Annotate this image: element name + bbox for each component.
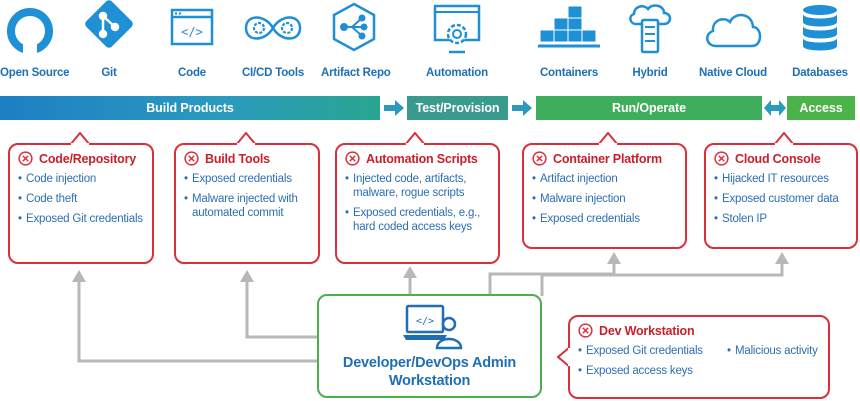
tool-label: Artifact Repo bbox=[321, 67, 391, 79]
risk-title: Automation Scripts bbox=[366, 151, 478, 166]
risk-item: Malicious activity bbox=[727, 344, 820, 358]
risk-title: Dev Workstation bbox=[599, 323, 695, 338]
stage-run-operate: Run/Operate bbox=[536, 96, 762, 120]
risk-title: Container Platform bbox=[553, 151, 662, 166]
tool-cicd: CI/CD Tools bbox=[238, 0, 308, 79]
tool-label: Containers bbox=[539, 67, 599, 79]
risk-item: Artifact injection bbox=[532, 172, 677, 186]
tool-label: Hybrid bbox=[632, 67, 668, 79]
workstation-title-line2: Workstation bbox=[388, 373, 471, 389]
risk-item: Exposed credentials bbox=[532, 212, 677, 226]
arrow-bidirectional-icon bbox=[764, 100, 786, 116]
risk-item: Injected code, artifacts, malware, rogue… bbox=[345, 172, 490, 200]
risk-title: Build Tools bbox=[205, 151, 270, 166]
risk-item: Code injection bbox=[18, 172, 144, 186]
risk-item: Exposed credentials bbox=[184, 172, 310, 186]
tool-containers: Containers bbox=[532, 0, 606, 79]
developer-laptop-icon: </> bbox=[403, 304, 463, 350]
callout-pointer bbox=[70, 132, 90, 145]
risk-item: Stolen IP bbox=[714, 212, 848, 226]
code-window-icon: </> bbox=[170, 8, 214, 46]
risk-container-platform: Container Platform Artifact injection Ma… bbox=[522, 132, 687, 249]
tool-label: CI/CD Tools bbox=[241, 67, 305, 79]
risk-item: Malware injected with automated commit bbox=[184, 192, 310, 220]
tool-label: Databases bbox=[792, 67, 848, 79]
cloud-icon bbox=[706, 13, 762, 48]
tool-label: Automation bbox=[426, 67, 488, 79]
tool-artifact-repo: Artifact Repo bbox=[321, 0, 391, 79]
tool-open-source: Open Source bbox=[0, 0, 70, 79]
workstation-title: Developer/DevOps Admin Workstation bbox=[319, 354, 540, 390]
cloud-server-icon bbox=[629, 4, 672, 54]
tool-code: </> Code bbox=[162, 0, 222, 79]
hexagon-network-icon bbox=[332, 2, 376, 52]
gears-icon bbox=[244, 16, 302, 40]
risk-item: Exposed Git credentials bbox=[18, 212, 144, 226]
callout-pointer bbox=[405, 132, 425, 145]
stage-build-products: Build Products bbox=[0, 96, 380, 120]
tool-native-cloud: Native Cloud bbox=[698, 0, 768, 79]
risk-dev-workstation: Dev Workstation Exposed Git credentials … bbox=[557, 315, 830, 399]
stage-access: Access bbox=[787, 96, 855, 120]
risk-item: Hijacked IT resources bbox=[714, 172, 848, 186]
risk-build-tools: Build Tools Exposed credentials Malware … bbox=[174, 132, 320, 264]
risk-item: Exposed customer data bbox=[714, 192, 848, 206]
arrow-right-icon bbox=[512, 100, 532, 116]
tool-label: Git bbox=[101, 67, 117, 79]
tool-label: Native Cloud bbox=[699, 67, 767, 79]
risk-automation-scripts: Automation Scripts Injected code, artifa… bbox=[335, 132, 500, 264]
stage-test-provision: Test/Provision bbox=[407, 96, 508, 120]
arrow-right-icon bbox=[384, 100, 404, 116]
close-circle-icon bbox=[578, 323, 593, 338]
tool-automation: Automation bbox=[424, 0, 490, 79]
workstation-title-line1: Developer/DevOps Admin bbox=[342, 355, 517, 371]
risk-item: Exposed credentials, e.g., hard coded ac… bbox=[345, 206, 490, 234]
svg-text:</>: </> bbox=[181, 25, 203, 39]
tool-hybrid: Hybrid bbox=[620, 0, 680, 79]
risk-cloud-console: Cloud Console Hijacked IT resources Expo… bbox=[704, 132, 858, 249]
risk-item: Exposed access keys bbox=[578, 364, 723, 378]
risk-title: Code/Repository bbox=[39, 151, 137, 166]
close-circle-icon bbox=[18, 151, 33, 166]
close-circle-icon bbox=[532, 151, 547, 166]
close-circle-icon bbox=[714, 151, 729, 166]
callout-pointer bbox=[598, 132, 618, 145]
callout-pointer-left bbox=[557, 347, 570, 367]
risk-item: Malware injection bbox=[532, 192, 677, 206]
close-circle-icon bbox=[184, 151, 199, 166]
gear-monitor-icon bbox=[433, 4, 481, 54]
git-icon bbox=[85, 0, 133, 48]
containers-icon bbox=[538, 5, 600, 48]
svg-text:</>: </> bbox=[416, 316, 434, 327]
developer-workstation: </> Developer/DevOps Admin Workstation bbox=[317, 294, 542, 398]
risk-item: Exposed Git credentials bbox=[578, 344, 723, 358]
open-source-icon bbox=[7, 8, 53, 54]
tool-git: Git bbox=[79, 0, 139, 79]
risk-title: Cloud Console bbox=[735, 151, 821, 166]
close-circle-icon bbox=[345, 151, 360, 166]
database-icon bbox=[803, 5, 837, 51]
risk-code-repository: Code/Repository Code injection Code thef… bbox=[8, 132, 154, 264]
callout-pointer bbox=[236, 132, 256, 145]
tool-label: Open Source bbox=[0, 67, 70, 79]
risk-item: Code theft bbox=[18, 192, 144, 206]
tool-label: Code bbox=[178, 67, 206, 79]
tool-databases: Databases bbox=[789, 0, 851, 79]
callout-pointer bbox=[774, 132, 794, 145]
